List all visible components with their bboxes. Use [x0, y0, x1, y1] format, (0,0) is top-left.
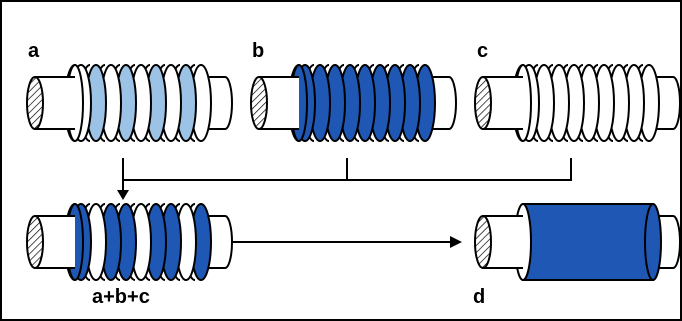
label-c: c [477, 40, 489, 62]
solid-sleeve [522, 203, 654, 281]
label-a: a [28, 40, 40, 62]
merge-arrowhead [117, 190, 129, 200]
rod-c-white-coil [474, 64, 681, 142]
merge-connector [117, 158, 572, 200]
rod-combined-coil [26, 203, 233, 281]
rod-b-blue-coil [250, 64, 457, 142]
transform-arrow [232, 236, 462, 248]
label-b: b [252, 40, 265, 62]
transform-arrowhead [450, 236, 462, 248]
hatched-cut-end [250, 76, 268, 130]
hatched-cut-end [474, 215, 492, 269]
rod-d-solid-sleeve [474, 203, 681, 281]
label-d: d [473, 286, 486, 308]
hatched-cut-end [26, 215, 44, 269]
hatched-cut-end [26, 76, 44, 130]
rod-a-alternating-coil [26, 64, 233, 142]
label-combined: a+b+c [92, 286, 150, 308]
hatched-cut-end [474, 76, 492, 130]
